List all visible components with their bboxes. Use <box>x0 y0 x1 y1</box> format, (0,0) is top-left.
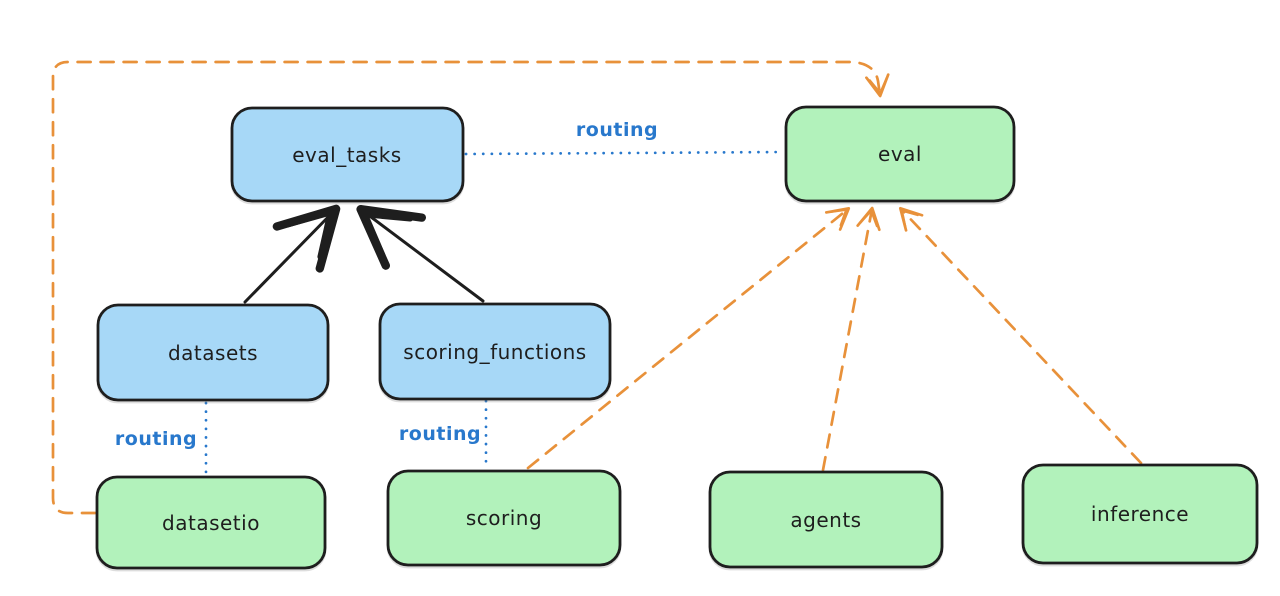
node-eval-tasks: eval_tasks <box>230 106 465 203</box>
node-agents-box <box>708 470 944 569</box>
node-eval-tasks-box <box>230 106 465 203</box>
node-datasetio: datasetio <box>95 475 327 570</box>
node-scoring-functions: scoring_functions <box>378 302 612 401</box>
node-scoring-functions-label: scoring_functions <box>403 340 586 364</box>
node-eval-tasks-label: eval_tasks <box>292 143 401 167</box>
node-eval: eval <box>784 105 1016 203</box>
edge-label-routing-scoring: routing <box>399 423 481 445</box>
node-inference-label: inference <box>1091 502 1189 526</box>
node-eval-box <box>784 105 1016 203</box>
node-datasets-box <box>96 303 330 402</box>
node-datasetio-box <box>95 475 327 570</box>
edge-scoring-functions-to-eval-tasks-arrow <box>356 205 485 303</box>
edge-label-routing-top: routing <box>576 119 658 141</box>
node-scoring-label: scoring <box>466 506 542 530</box>
node-agents-label: agents <box>790 508 861 532</box>
edge-label-routing-datasetio: routing <box>115 428 197 450</box>
edge-inference-to-eval-dashed-arrow <box>898 206 1143 465</box>
edge-eval-tasks-to-eval-dotted <box>464 150 785 156</box>
node-scoring-functions-box <box>378 302 612 401</box>
node-datasets-label: datasets <box>168 341 258 365</box>
node-inference-box <box>1021 463 1259 565</box>
edge-scoring-to-eval-dashed-arrow <box>526 207 851 470</box>
node-datasets: datasets <box>96 303 330 402</box>
node-eval-label: eval <box>878 142 922 166</box>
node-scoring: scoring <box>386 469 622 567</box>
node-inference: inference <box>1021 463 1259 565</box>
edge-datasets-to-eval-tasks-arrow <box>243 204 341 304</box>
node-scoring-box <box>386 469 622 567</box>
node-datasetio-label: datasetio <box>162 511 260 535</box>
edge-datasetio-to-eval-dashed-arrow <box>51 60 890 515</box>
node-agents: agents <box>708 470 944 569</box>
edge-layer <box>51 60 1143 515</box>
edge-agents-to-eval-dashed-arrow <box>821 206 881 472</box>
